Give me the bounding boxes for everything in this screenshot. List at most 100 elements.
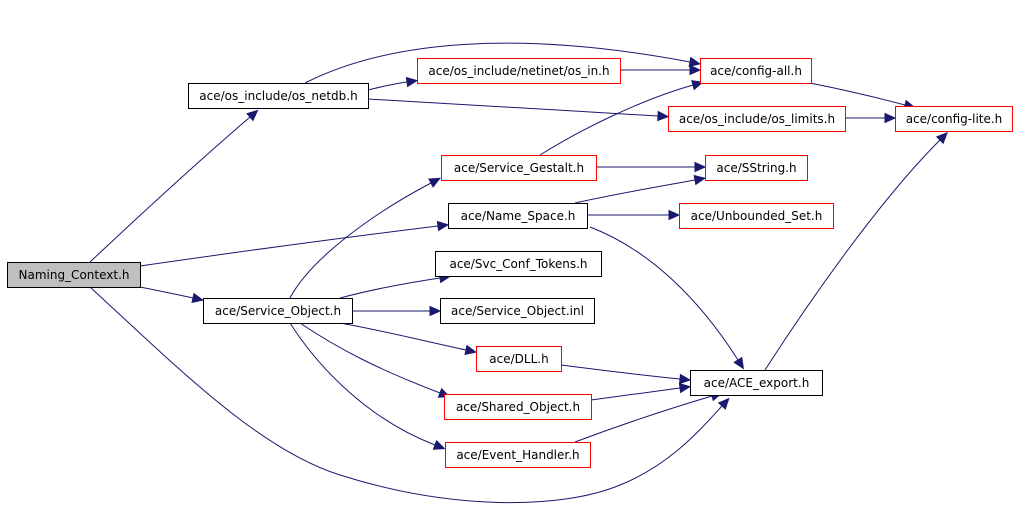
- node-os-in[interactable]: ace/os_include/netinet/os_in.h: [417, 58, 621, 84]
- node-box: [476, 346, 562, 372]
- node-sstring[interactable]: ace/SString.h: [705, 155, 808, 181]
- node-box: [448, 203, 588, 229]
- edge-service-object-to-event-handler: [289, 322, 446, 450]
- node-label: ace/ACE_export.h: [704, 376, 810, 390]
- edge-dll-to-ace-export: [560, 364, 692, 385]
- node-label: ace/Unbounded_Set.h: [691, 209, 823, 223]
- edge-line: [289, 322, 436, 446]
- arrowhead-icon: [246, 109, 259, 122]
- edge-line: [139, 286, 194, 299]
- edge-os-netdb-to-os-limits: [367, 98, 670, 122]
- nodes-layer: Naming_Context.h ace/os_include/os_netdb.…: [7, 58, 1013, 468]
- arrowhead-icon: [688, 56, 702, 68]
- node-label: ace/Shared_Object.h: [456, 400, 580, 414]
- arrowhead-icon: [464, 344, 477, 356]
- node-naming-context: Naming_Context.h: [7, 262, 141, 288]
- node-config-all[interactable]: ace/config-all.h: [700, 58, 812, 84]
- edge-service-gestalt-to-sstring: [596, 161, 707, 173]
- node-service-object[interactable]: ace/Service_Object.h: [203, 298, 353, 324]
- node-label: ace/config-all.h: [710, 64, 802, 78]
- arrowhead-icon: [678, 373, 692, 385]
- node-label: Naming_Context.h: [18, 268, 129, 282]
- node-box: [417, 58, 621, 84]
- arrowhead-icon: [935, 132, 948, 145]
- node-name-space[interactable]: ace/Name_Space.h: [448, 203, 588, 229]
- node-label: ace/DLL.h: [489, 352, 548, 366]
- node-os-netdb[interactable]: ace/os_include/os_netdb.h: [188, 83, 369, 109]
- node-label: ace/Service_Object.h: [215, 304, 341, 318]
- edge-line: [89, 286, 723, 504]
- arrowhead-icon: [689, 64, 702, 76]
- arrowhead-icon: [693, 174, 707, 186]
- node-service-object-inl[interactable]: ace/Service_Object.inl: [440, 298, 595, 324]
- node-shared-object[interactable]: ace/Shared_Object.h: [444, 394, 592, 420]
- edge-line: [574, 395, 713, 443]
- edge-service-object-to-service-gestalt: [289, 177, 441, 299]
- node-box: [445, 442, 591, 468]
- edge-os-netdb-to-config-all: [304, 42, 702, 84]
- edge-line: [367, 98, 659, 117]
- edge-service-object-to-service-object-inl: [352, 305, 442, 317]
- node-label: ace/Service_Object.inl: [451, 304, 584, 318]
- arrowhead-icon: [428, 177, 441, 188]
- node-box: [895, 106, 1013, 132]
- arrowhead-icon: [884, 112, 897, 124]
- node-event-handler[interactable]: ace/Event_Handler.h: [445, 442, 591, 468]
- edge-config-all-to-config-lite: [809, 82, 916, 110]
- edge-name-space-to-sstring: [574, 174, 707, 204]
- edge-service-object-to-shared-object: [299, 322, 451, 398]
- node-label: ace/os_include/os_limits.h: [679, 112, 835, 126]
- node-os-limits[interactable]: ace/os_include/os_limits.h: [668, 106, 846, 132]
- edge-line: [764, 139, 941, 371]
- arrowhead-icon: [657, 110, 670, 122]
- node-box: [7, 262, 141, 288]
- edge-line: [560, 364, 681, 380]
- edge-os-in-to-config-all: [620, 64, 702, 76]
- edge-name-space-to-ace-export: [589, 226, 745, 370]
- node-box: [700, 58, 812, 84]
- edge-os-netdb-to-os-in: [367, 76, 419, 91]
- node-svc-conf-tokens[interactable]: ace/Svc_Conf_Tokens.h: [435, 251, 602, 277]
- node-label: ace/SString.h: [716, 161, 796, 175]
- edge-service-object-to-svc-conf-tokens: [339, 272, 452, 299]
- arrowhead-icon: [717, 397, 730, 410]
- node-box: [690, 370, 823, 396]
- edge-service-gestalt-to-config-all: [539, 80, 704, 156]
- node-box: [679, 203, 834, 229]
- node-label: ace/config-lite.h: [906, 112, 1003, 126]
- edge-naming-context-to-name-space: [139, 220, 450, 267]
- arrowhead-icon: [733, 356, 745, 370]
- node-box: [705, 155, 808, 181]
- edge-line: [339, 322, 467, 351]
- arrowhead-icon: [678, 382, 692, 394]
- arrowhead-icon: [429, 305, 442, 317]
- edge-naming-context-to-ace-export: [89, 286, 730, 504]
- node-box: [203, 298, 353, 324]
- edge-naming-context-to-os-netdb: [89, 109, 259, 263]
- edge-ace-export-to-config-lite: [764, 132, 948, 371]
- node-ace-export[interactable]: ace/ACE_export.h: [690, 370, 823, 396]
- node-dll[interactable]: ace/DLL.h: [476, 346, 562, 372]
- node-label: ace/Name_Space.h: [461, 209, 576, 223]
- edge-line: [339, 277, 441, 299]
- edge-line: [289, 182, 432, 299]
- edge-line: [589, 226, 739, 361]
- edge-line: [539, 84, 694, 156]
- arrowhead-icon: [432, 439, 446, 450]
- node-service-gestalt[interactable]: ace/Service_Gestalt.h: [441, 155, 597, 181]
- node-box: [441, 155, 597, 181]
- arrowhead-icon: [436, 220, 450, 232]
- node-box: [668, 106, 846, 132]
- edges-layer: [89, 42, 948, 504]
- node-config-lite[interactable]: ace/config-lite.h: [895, 106, 1013, 132]
- node-label: ace/os_include/netinet/os_in.h: [428, 64, 609, 78]
- node-box: [440, 298, 595, 324]
- node-unbounded-set[interactable]: ace/Unbounded_Set.h: [679, 203, 834, 229]
- edge-line: [574, 179, 696, 204]
- edge-line: [139, 225, 439, 267]
- node-label: ace/Event_Handler.h: [456, 448, 579, 462]
- edge-service-object-to-dll: [339, 322, 477, 356]
- arrowhead-icon: [191, 292, 204, 304]
- node-label: ace/os_include/os_netdb.h: [199, 89, 357, 103]
